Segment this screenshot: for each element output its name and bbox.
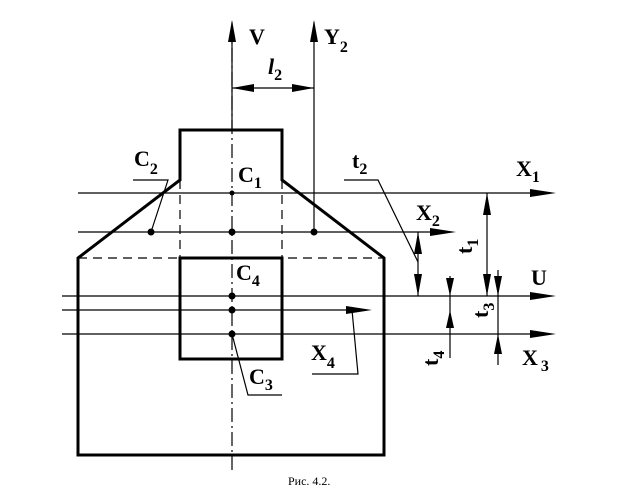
label-v: V (249, 24, 265, 49)
label-y2: Y2 (324, 24, 348, 56)
t3-arrow-up (494, 334, 502, 354)
label-t4: t4 (418, 351, 448, 366)
x4-leader (312, 309, 359, 375)
figure-caption: Рис. 4.2. (288, 474, 330, 488)
t2-leader (344, 179, 419, 263)
x3-axis-arrow (530, 330, 556, 338)
u-axis-arrow (530, 292, 556, 300)
point-c1 (229, 190, 235, 196)
point-c4 (228, 292, 236, 300)
t2-arrow-top (414, 232, 422, 254)
v-axis-arrow (228, 20, 236, 42)
t2-arrow-bottom (414, 274, 422, 296)
c2-leader (133, 179, 169, 233)
x1-axis-arrow (530, 189, 556, 197)
x2-axis-arrow (430, 228, 456, 236)
point-c2-right (310, 228, 318, 236)
t1-arrow-bottom (483, 274, 491, 296)
label-l2: l2 (268, 54, 282, 84)
label-t3: t3 (468, 303, 498, 318)
x4-axis-arrow (346, 306, 372, 314)
label-x4: X4 (311, 340, 335, 372)
label-t2: t2 (352, 148, 367, 178)
l2-arrow-right (292, 84, 314, 92)
label-x2: X2 (416, 200, 440, 230)
y2-axis-arrow (310, 20, 318, 42)
label-c4: C4 (236, 260, 260, 290)
label-t1: t1 (452, 239, 482, 254)
point-c2-center (228, 228, 236, 236)
t4-arrow-down (446, 278, 454, 296)
t3-arrow-down (494, 276, 502, 296)
c3-leader (231, 333, 282, 396)
label-x1: X1 (516, 156, 540, 186)
t4-arrow-up (446, 310, 454, 328)
point-c2-left (147, 228, 155, 236)
l2-arrow-left (232, 84, 254, 92)
point-c3 (228, 330, 236, 338)
t1-arrow-top (483, 193, 491, 215)
section-outline (76, 128, 386, 457)
label-c3: C3 (249, 364, 273, 394)
label-u: U (531, 265, 547, 290)
label-c2: C2 (134, 146, 158, 178)
point-x4-center (228, 306, 236, 314)
label-c1: C1 (238, 162, 262, 192)
